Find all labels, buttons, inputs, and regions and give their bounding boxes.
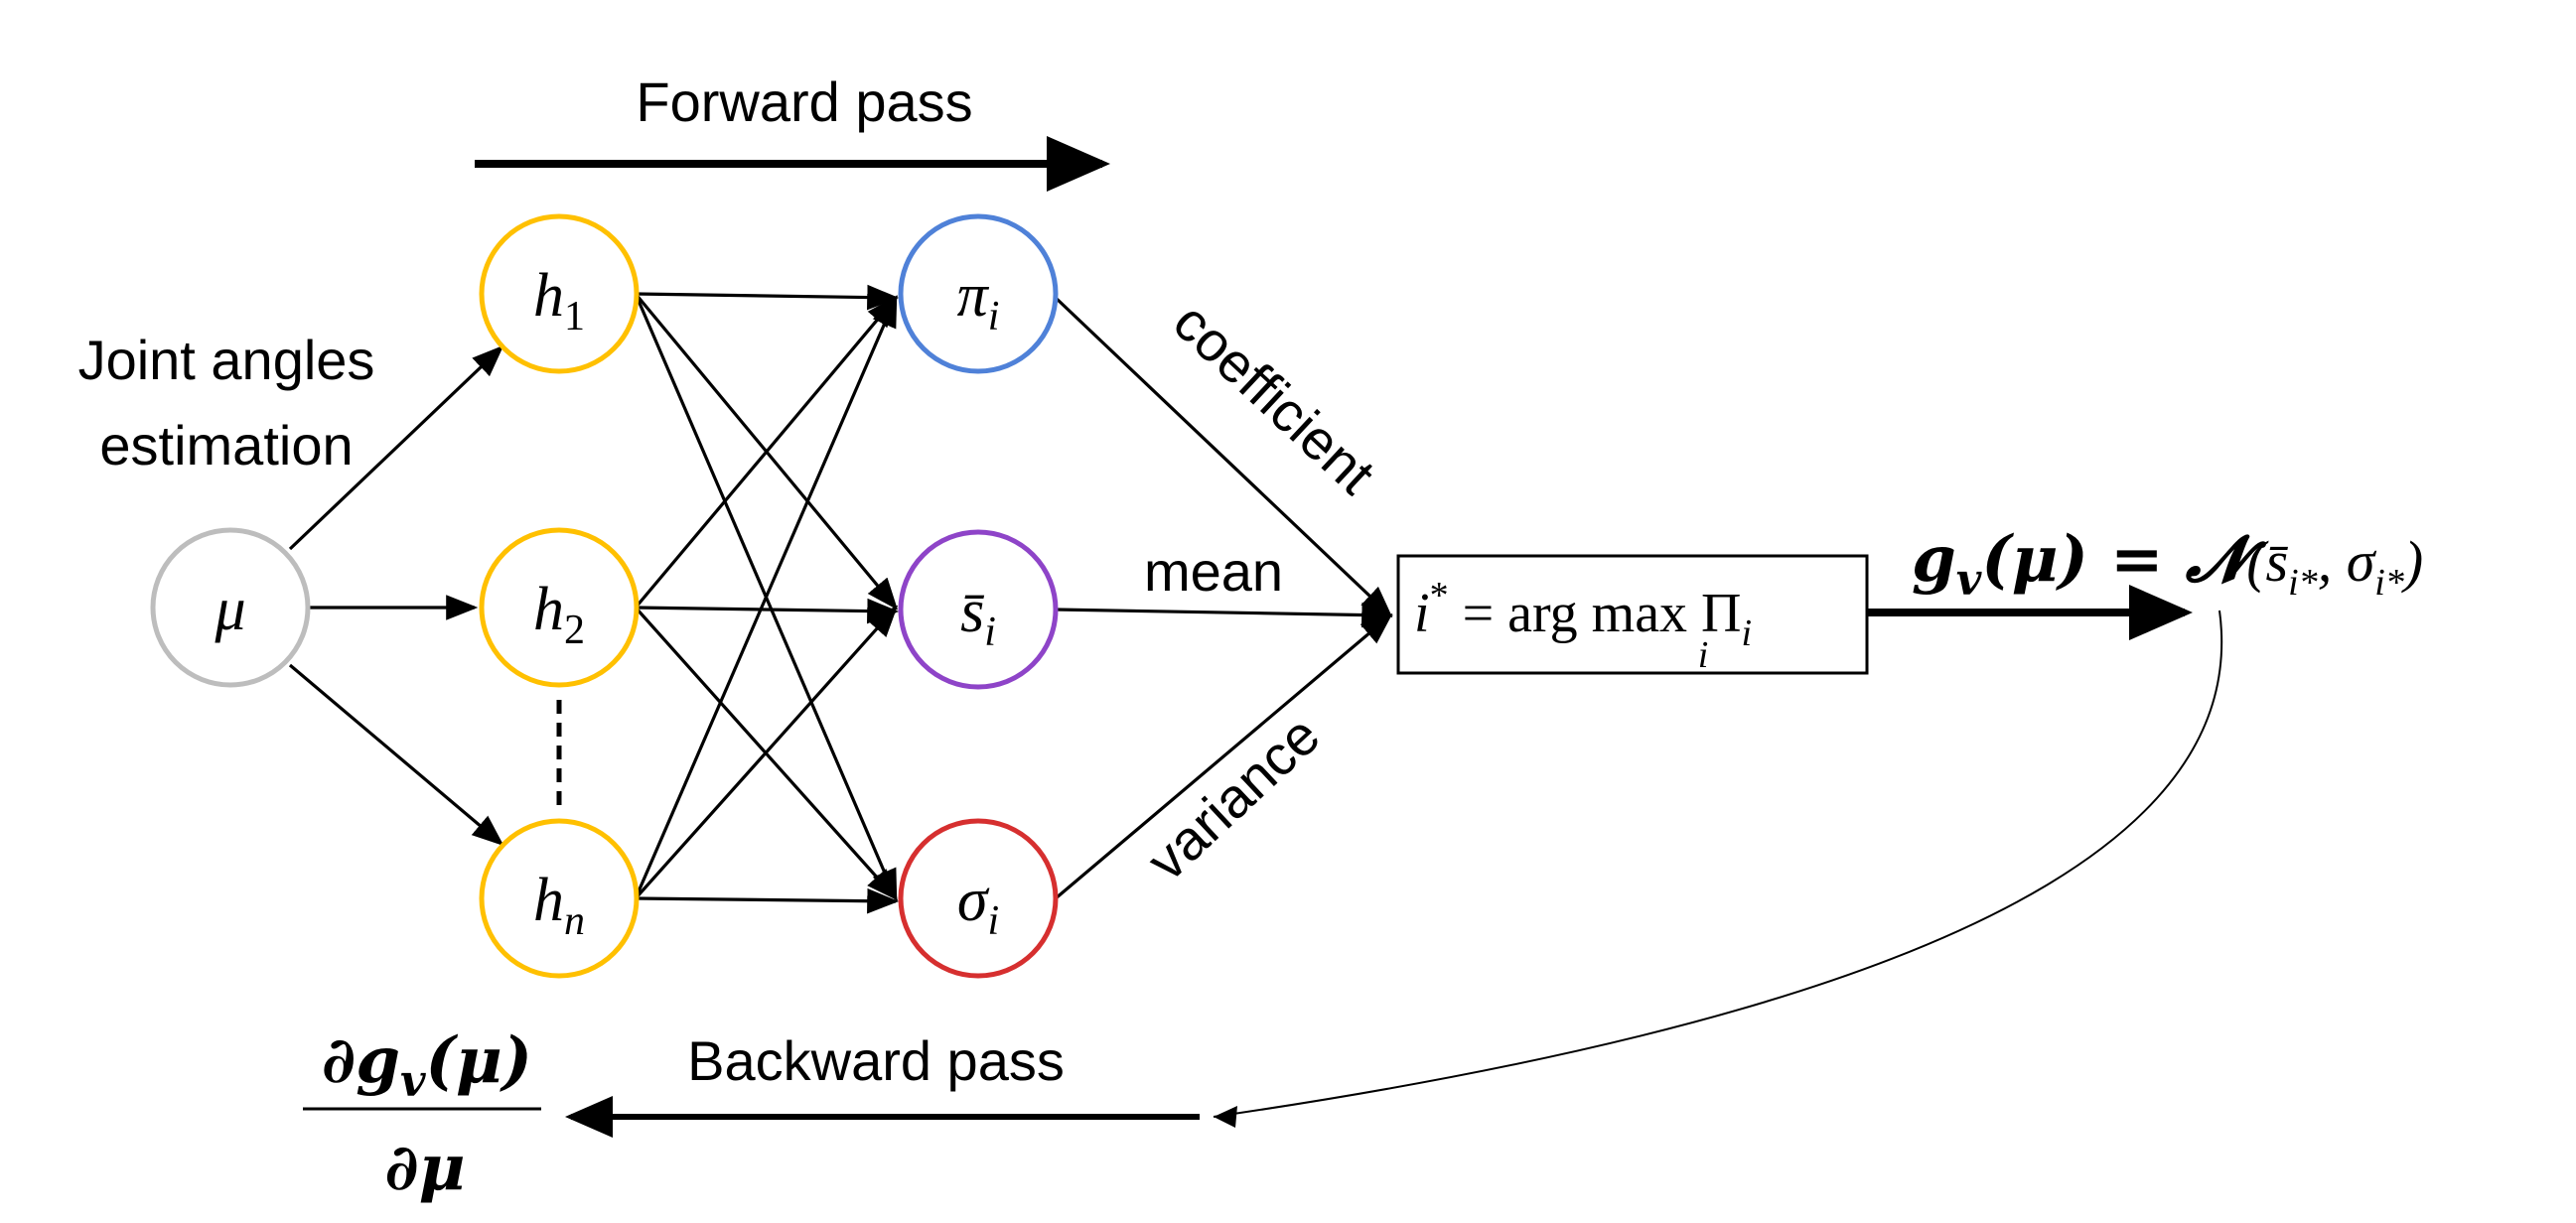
edge-h1-pi [635, 284, 900, 311]
input-node-mu [150, 527, 311, 688]
backward-curve [1213, 610, 2223, 1118]
backward-curve-arrowhead [1214, 1106, 1237, 1128]
argmax-selector-under: i [1698, 634, 1709, 676]
edge-mu-h1 [288, 344, 504, 551]
hidden-node-hn [479, 818, 640, 979]
hidden-node-h2-label: h2 [533, 576, 585, 653]
backward-pass-label: Backward pass [687, 1029, 1065, 1092]
argmax-selector-box [1396, 554, 1869, 675]
argmax-selector-formula: i* = arg max Πi [1414, 575, 1752, 654]
edge-mu-hn [288, 663, 504, 847]
edge-hn-s [634, 605, 899, 900]
edge-hn-sigma [635, 887, 900, 914]
hidden-node-h1 [479, 213, 640, 374]
hidden-node-h2 [479, 527, 640, 688]
mean-node [898, 529, 1059, 690]
edge-hn-pi [634, 295, 898, 899]
input-node-symbol: μ [214, 576, 245, 643]
joint-angles-label-line1: Joint angles [78, 329, 375, 391]
mean-label: mean [1144, 540, 1283, 603]
pi-node-label: πi [957, 262, 1000, 340]
coefficient-label: coefficient [1162, 290, 1387, 506]
sigma-node-label: σi [957, 867, 999, 944]
hidden-node-h1-label: h1 [533, 262, 585, 340]
edge-h2-s [635, 598, 900, 624]
sigma-node [898, 818, 1059, 979]
derivative-denominator: ∂μ [384, 1131, 465, 1205]
joint-angles-label-line2: estimation [99, 414, 353, 476]
variance-label: variance [1135, 704, 1332, 892]
pi-node [898, 213, 1059, 374]
edge-pi-selector [1054, 296, 1393, 618]
mean-node-label: s̄i [960, 578, 996, 655]
hidden-node-hn-label: hn [533, 867, 585, 944]
derivative-numerator: ∂gv(μ) [322, 1023, 532, 1107]
forward-pass-label: Forward pass [636, 70, 972, 133]
edge-s-selector [1055, 602, 1394, 628]
edge-sigma-selector [1054, 612, 1393, 900]
edge-h2-pi [634, 295, 899, 610]
output-formula: gv(μ) = 𝓝(s̄i*, σi*) [1912, 522, 2423, 606]
